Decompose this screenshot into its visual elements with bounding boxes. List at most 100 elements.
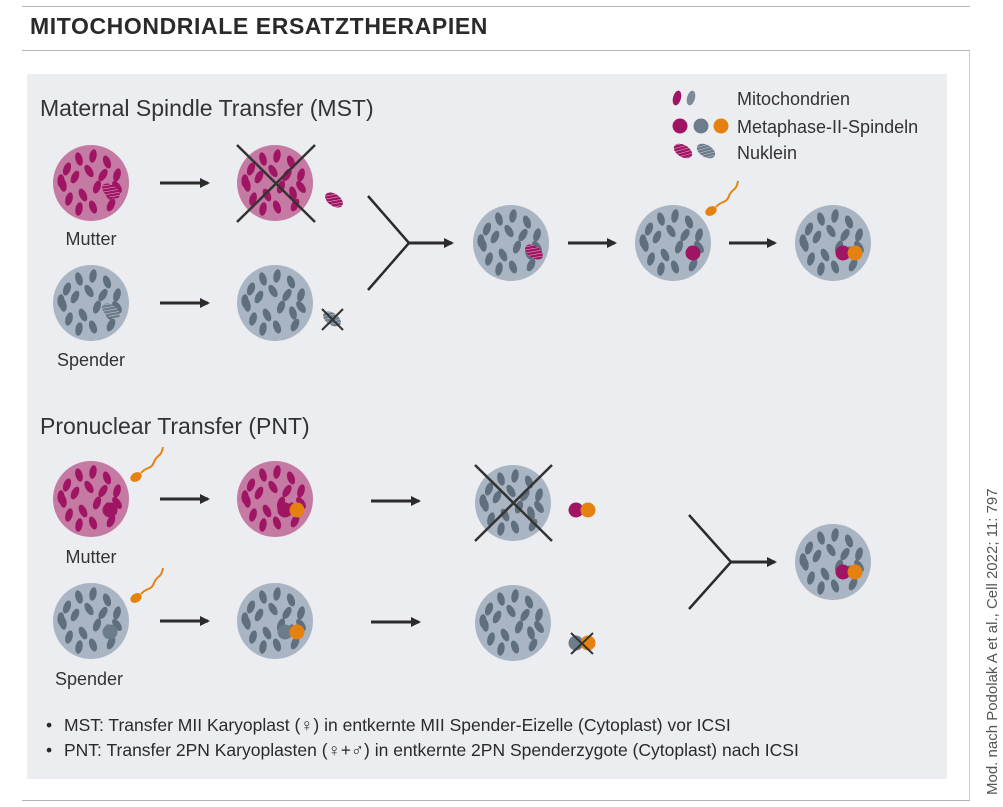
mst-donor-egg [53, 265, 129, 341]
mitochondrion [511, 589, 519, 603]
mst-mother-egg-enucleated [236, 144, 316, 223]
merge-bracket [367, 195, 411, 291]
notes-list: MST: Transfer MII Karyoplast (♀) in entk… [46, 713, 799, 763]
mitochondrion [75, 518, 83, 532]
mitochondrion [102, 593, 112, 607]
mitochondrion [241, 294, 249, 308]
mitochondrion [508, 260, 518, 274]
mitochondrion [495, 212, 503, 226]
mitochondrion [98, 484, 108, 498]
pnt-donor-zygote [237, 583, 313, 659]
mitochondrion [246, 600, 256, 614]
mitochondrion [482, 222, 492, 236]
mitochondrion [671, 209, 679, 223]
mitochondrion [70, 290, 80, 304]
mitochondrion [88, 200, 98, 214]
mitochondrion [286, 593, 296, 607]
mitochondrion [282, 288, 292, 302]
mitochondrion [254, 290, 264, 304]
mitochondrion [694, 241, 704, 253]
mst-mother-label: Mutter [65, 229, 116, 249]
mitochondrion [817, 262, 825, 276]
pnt-donor-cytoplast [475, 585, 551, 661]
mitochondrion [57, 612, 65, 626]
mitochondrion [484, 482, 494, 496]
mitochondrion [660, 248, 670, 262]
mitochondrion [259, 152, 267, 166]
mitochondrion [246, 282, 256, 296]
pnt-mother-zygote-enucleated [474, 464, 553, 542]
citation: Mod. nach Podolak A et al., Cell 2022; 1… [984, 488, 1001, 795]
mitochondrion [498, 248, 508, 262]
mitochondrion [57, 490, 65, 504]
mitochondrion [479, 614, 487, 628]
mitochondrion [84, 284, 94, 298]
legend-spindle-label: Metaphase-II-Spindeln [737, 117, 918, 137]
mitochondrion [812, 230, 822, 244]
mitochondrion [527, 506, 535, 520]
mitochondrion [296, 619, 306, 631]
note-pnt: PNT: Transfer 2PN Karyoplasten (♀+♂) in … [46, 738, 799, 763]
mitochondrion [657, 262, 665, 276]
mst-donor-cytoplast [237, 265, 313, 341]
mitochondrion [799, 553, 807, 567]
mitochondrion [840, 547, 850, 561]
mitochondrion [268, 602, 278, 616]
mitochondrion [272, 638, 282, 652]
mitochondrion [249, 192, 257, 206]
mitochondrion [297, 288, 305, 302]
mitochondrion [485, 252, 493, 266]
mitochondrion [492, 610, 502, 624]
mitochondrion [102, 155, 112, 169]
mitochondrion [259, 590, 267, 604]
mitochondrion [254, 170, 264, 184]
mitochondrion [88, 638, 98, 652]
mitochondrion [520, 608, 530, 622]
mitochondrion [289, 186, 297, 200]
spindle-dots-icon [672, 118, 729, 134]
mitochondrion [102, 471, 112, 485]
header-rule-bottom [22, 50, 970, 51]
mitochondrion [92, 496, 102, 510]
mitochondrion [57, 294, 65, 308]
pnt-mother-pronuclei [568, 502, 596, 518]
mitochondrion [273, 269, 281, 283]
mitochondrion [509, 209, 517, 223]
mitochondrion [92, 180, 102, 194]
mitochondrion [113, 168, 121, 182]
mst-mother-karyoplast [325, 192, 343, 208]
mitochondrion [246, 478, 256, 492]
mitochondrion [484, 602, 494, 616]
mitochondrion [817, 531, 825, 545]
mst-section-title: Maternal Spindle Transfer (MST) [40, 95, 374, 121]
mitochondrion [62, 162, 72, 176]
mst-donor-nucleus-discarded [321, 308, 344, 331]
mitochondrion [276, 300, 286, 314]
diagram-panel [27, 74, 947, 779]
legend-mitochondria-label: Mitochondrien [737, 89, 850, 109]
mitochondrion [106, 636, 116, 650]
mitochondrion [290, 636, 300, 650]
mitochondrion [647, 252, 655, 266]
mitochondrion [98, 168, 108, 182]
mitochondrion [286, 471, 296, 485]
pnt-donor-egg [53, 567, 164, 659]
mitochondrion [262, 308, 272, 322]
mitochondrion [666, 224, 676, 238]
mst-reconstructed-egg [473, 205, 549, 281]
mitochondrion [268, 480, 278, 494]
mitochondrion [826, 543, 836, 557]
mitochondrion [75, 590, 83, 604]
mitochondrion [98, 606, 108, 620]
mitochondrion [680, 228, 690, 242]
mitochondrion [112, 181, 122, 193]
mitochondrion [497, 522, 505, 536]
mitochondrion [259, 322, 267, 336]
mitochondrion [522, 215, 532, 229]
mitochondrion [84, 480, 94, 494]
mitochondrion [62, 478, 72, 492]
mitochondrion [510, 640, 520, 654]
mitochondrion [78, 626, 88, 640]
mitochondrion [289, 306, 297, 320]
mitochondrion [241, 612, 249, 626]
